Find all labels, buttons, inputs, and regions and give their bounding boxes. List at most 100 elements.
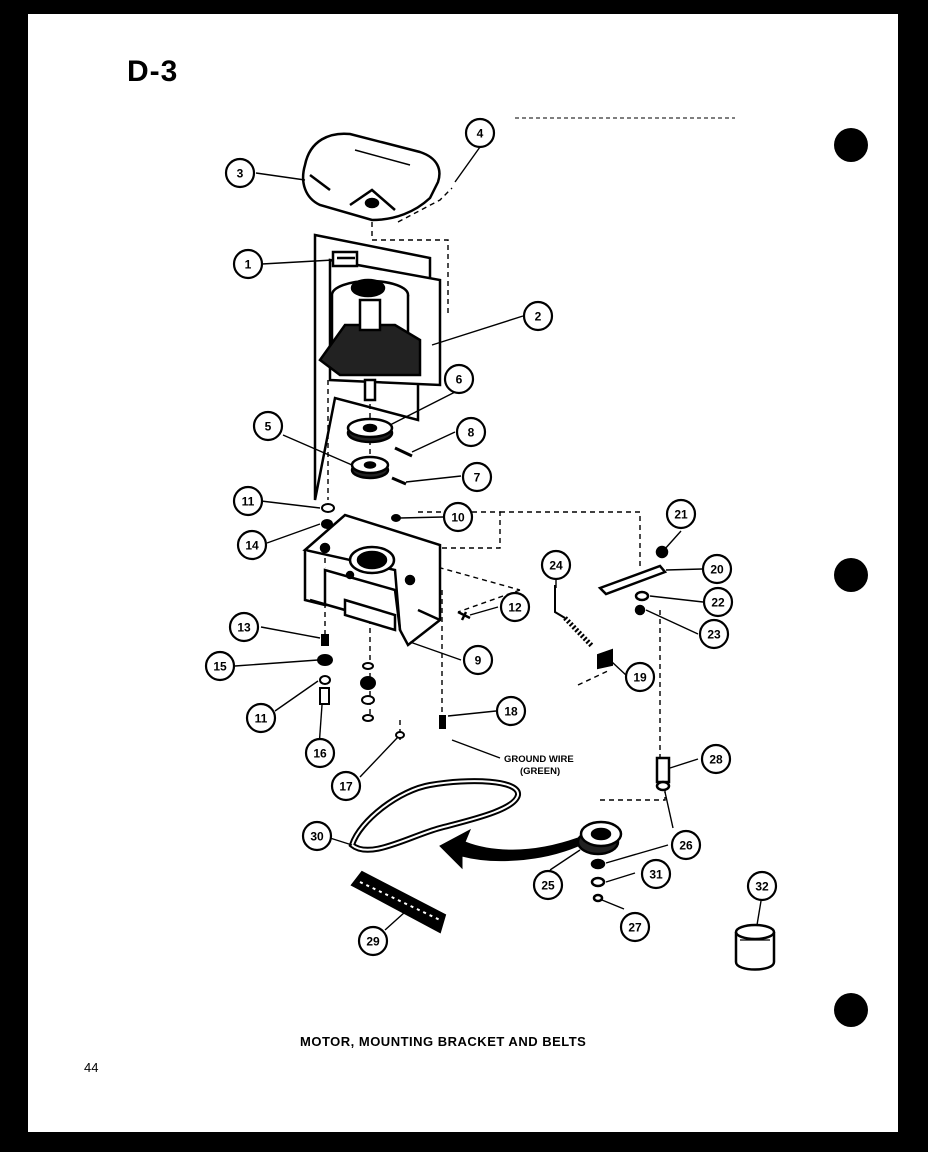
ground-wire-label-line1: GROUND WIRE xyxy=(504,754,574,765)
callout-6: 6 xyxy=(443,363,475,395)
callout-number: 13 xyxy=(237,621,251,635)
motor-cover-part xyxy=(301,132,441,222)
callout-bubble xyxy=(619,911,651,943)
callout-bubble xyxy=(236,529,268,561)
callout-32: 32 xyxy=(746,870,778,902)
drive-belt-part xyxy=(348,778,521,853)
callout-11: 11 xyxy=(245,702,277,734)
key-part xyxy=(391,476,407,486)
callout-3: 3 xyxy=(224,157,256,189)
callout-bubble xyxy=(245,702,277,734)
callout-16: 16 xyxy=(304,737,336,769)
callout-number: 30 xyxy=(310,830,324,844)
callout-number: 25 xyxy=(541,879,555,893)
callout-28: 28 xyxy=(700,743,732,775)
callout-group: 1234567891011111213141516171819202122232… xyxy=(204,117,778,957)
callout-bubble xyxy=(532,869,564,901)
callout-number: 21 xyxy=(674,508,688,522)
setscrew-part xyxy=(394,446,413,458)
callout-24: 24 xyxy=(540,549,572,581)
binder-hole xyxy=(834,128,868,162)
callout-bubble xyxy=(455,416,487,448)
callout-bubble xyxy=(540,549,572,581)
callout-bubble xyxy=(443,363,475,395)
callout-number: 6 xyxy=(456,373,463,387)
callout-21: 21 xyxy=(665,498,697,530)
screw-part xyxy=(457,610,471,621)
callout-11: 11 xyxy=(232,485,264,517)
callout-bubble xyxy=(462,644,494,676)
callout-bubble xyxy=(499,591,531,623)
callout-number: 24 xyxy=(549,559,563,573)
diagram-caption: MOTOR, MOUNTING BRACKET AND BELTS xyxy=(300,1034,587,1049)
motor-pulley-part xyxy=(346,417,394,444)
callout-1: 1 xyxy=(232,248,264,280)
callout-bubble xyxy=(204,650,236,682)
callout-bubble xyxy=(442,501,474,533)
callout-number: 18 xyxy=(504,705,518,719)
page-number: 44 xyxy=(84,1060,99,1075)
idler-arm-part xyxy=(597,545,669,616)
callout-18: 18 xyxy=(495,695,527,727)
callout-23: 23 xyxy=(698,618,730,650)
callout-7: 7 xyxy=(461,461,493,493)
callout-bubble xyxy=(698,618,730,650)
callout-number: 17 xyxy=(339,780,353,794)
callout-number: 4 xyxy=(477,127,484,141)
callout-number: 29 xyxy=(366,935,380,949)
callout-number: 11 xyxy=(242,495,255,509)
callout-bubble xyxy=(252,410,284,442)
callout-number: 2 xyxy=(535,310,542,324)
idler-pulley-part xyxy=(576,756,671,903)
callout-5: 5 xyxy=(252,410,284,442)
callout-29: 29 xyxy=(357,925,389,957)
callout-30: 30 xyxy=(301,820,333,852)
callout-bubble xyxy=(224,157,256,189)
ground-wire-label-line2: (GREEN) xyxy=(520,766,561,777)
callout-number: 15 xyxy=(213,660,227,674)
callout-number: 9 xyxy=(475,654,482,668)
callout-bubble xyxy=(665,498,697,530)
callout-number: 28 xyxy=(709,753,723,767)
callout-number: 26 xyxy=(679,839,693,853)
callout-bubble xyxy=(700,743,732,775)
callout-10: 10 xyxy=(442,501,474,533)
callout-number: 3 xyxy=(237,167,244,181)
callout-bubble xyxy=(702,586,734,618)
belt-direction-arrow xyxy=(439,828,579,870)
ground-wire-pointer xyxy=(451,739,501,759)
callout-17: 17 xyxy=(330,770,362,802)
callout-bubble xyxy=(495,695,527,727)
callout-bubble xyxy=(461,461,493,493)
callout-15: 15 xyxy=(204,650,236,682)
callout-leaders xyxy=(234,146,762,931)
callout-27: 27 xyxy=(619,911,651,943)
callout-26: 26 xyxy=(670,829,702,861)
callout-bubble xyxy=(624,661,656,693)
callout-bubble xyxy=(304,737,336,769)
callout-9: 9 xyxy=(462,644,494,676)
callout-number: 1 xyxy=(245,258,252,272)
cog-belt-part xyxy=(350,870,447,934)
callout-13: 13 xyxy=(228,611,260,643)
washer-parts xyxy=(317,503,446,739)
callout-number: 7 xyxy=(474,471,481,485)
callout-number: 12 xyxy=(508,601,522,615)
callout-bubble xyxy=(746,870,778,902)
drive-pulley-part xyxy=(350,455,390,480)
callout-number: 8 xyxy=(468,426,475,440)
callout-number: 5 xyxy=(265,420,272,434)
callout-bubble xyxy=(670,829,702,861)
callout-20: 20 xyxy=(701,553,733,585)
callout-number: 19 xyxy=(633,671,647,685)
callout-bubble xyxy=(232,485,264,517)
callout-bubble xyxy=(357,925,389,957)
callout-number: 22 xyxy=(711,596,725,610)
callout-number: 31 xyxy=(649,868,663,882)
callout-bubble xyxy=(228,611,260,643)
callout-number: 14 xyxy=(245,539,259,553)
callout-8: 8 xyxy=(455,416,487,448)
callout-31: 31 xyxy=(640,858,672,890)
callout-4: 4 xyxy=(464,117,496,149)
